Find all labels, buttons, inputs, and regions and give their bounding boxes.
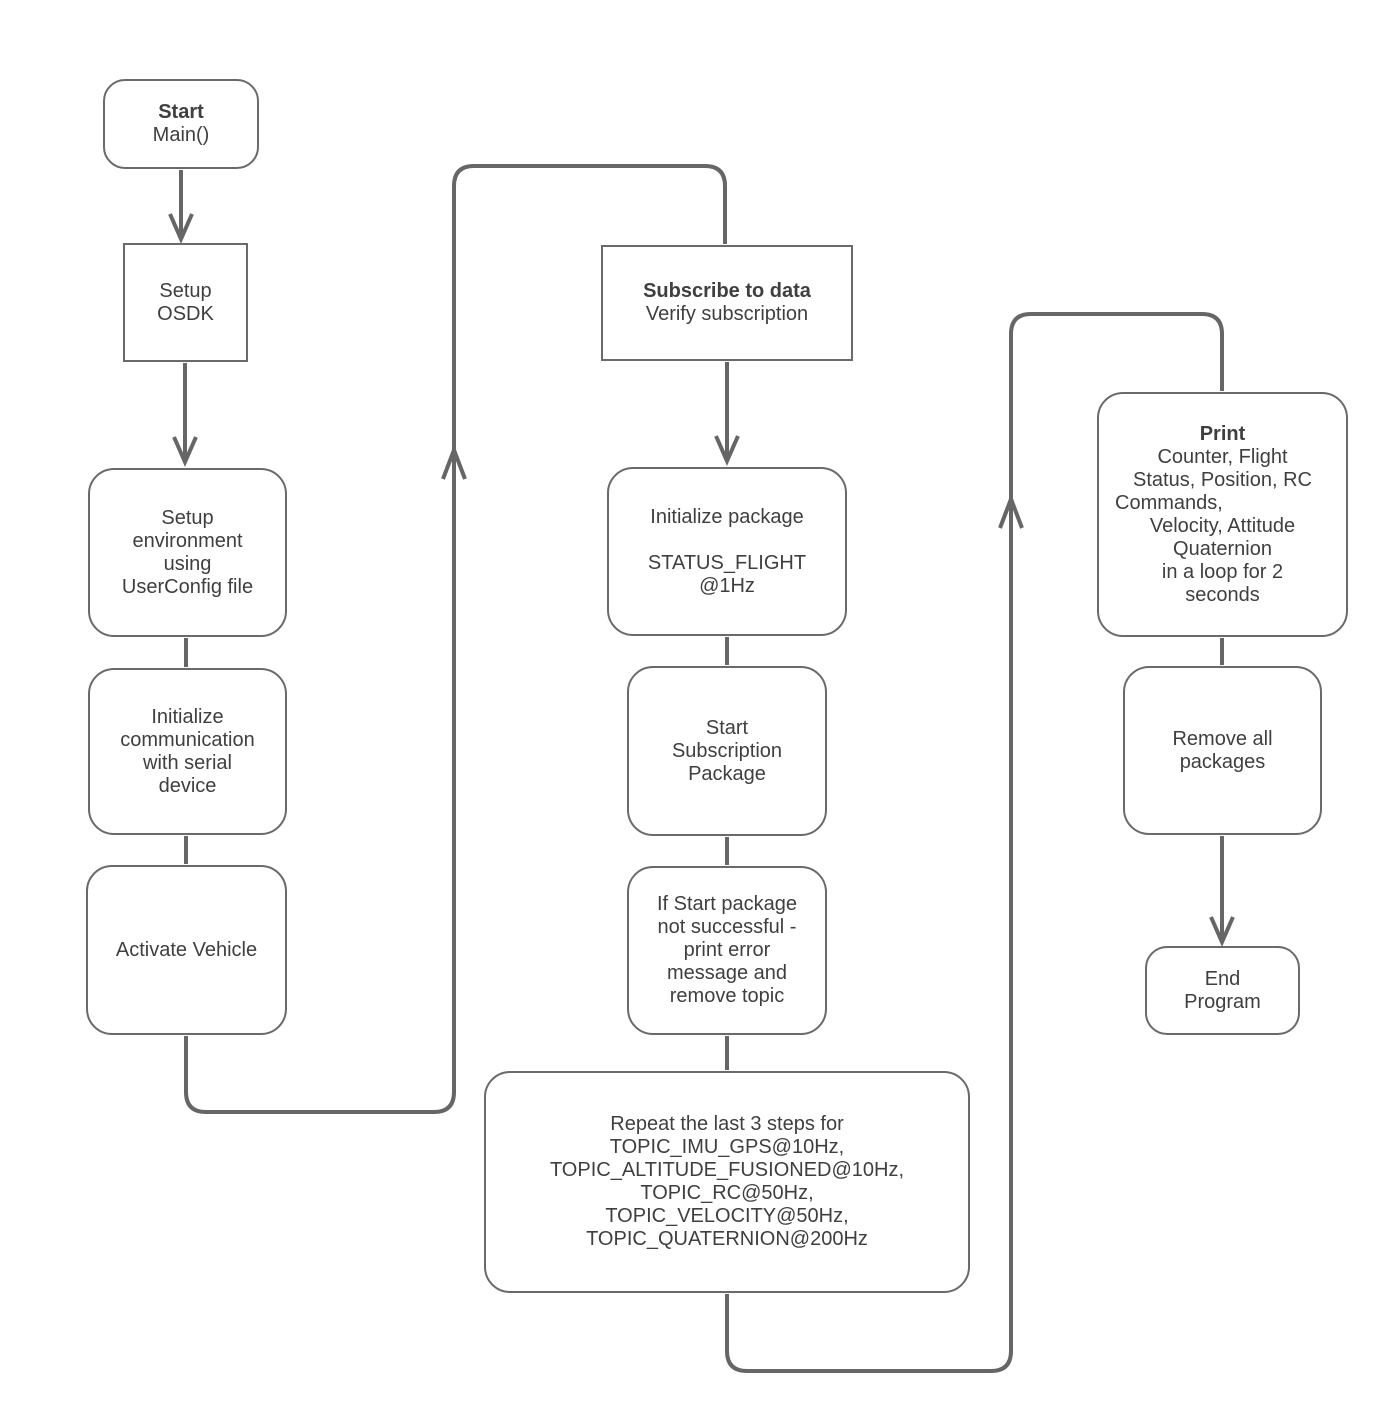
node-print-title: Print <box>1199 422 1246 445</box>
node-subscribe-title: Subscribe to data <box>643 280 811 302</box>
arrowhead-down-end-program <box>1209 916 1235 947</box>
node-activate-vehicle: Activate Vehicle <box>86 865 287 1035</box>
node-start-main: Start Main() <box>103 79 259 169</box>
connector-activate-to-subscribe-loop <box>184 164 727 1114</box>
node-initialize-package-text: Initialize package STATUS_FLIGHT@1Hz <box>647 505 807 597</box>
node-start-text: Main() <box>152 124 210 146</box>
node-activate-vehicle-text: Activate Vehicle <box>115 938 258 961</box>
arrowhead-down-setup-osdk <box>168 213 194 244</box>
arrowhead-up-right-loop <box>998 493 1024 529</box>
arrowhead-down-init-package <box>714 435 740 466</box>
node-subscribe-text: Verify subscription <box>645 303 809 325</box>
arrowhead-up-left-loop <box>441 444 467 480</box>
arrowhead-down-setup-env <box>172 436 198 467</box>
node-initialize-package: Initialize package STATUS_FLIGHT@1Hz <box>607 467 847 636</box>
node-start-title: Start <box>158 101 204 123</box>
node-subscribe-to-data: Subscribe to data Verify subscription <box>601 245 853 361</box>
connector-repeat-to-print-loop <box>725 312 1224 1373</box>
